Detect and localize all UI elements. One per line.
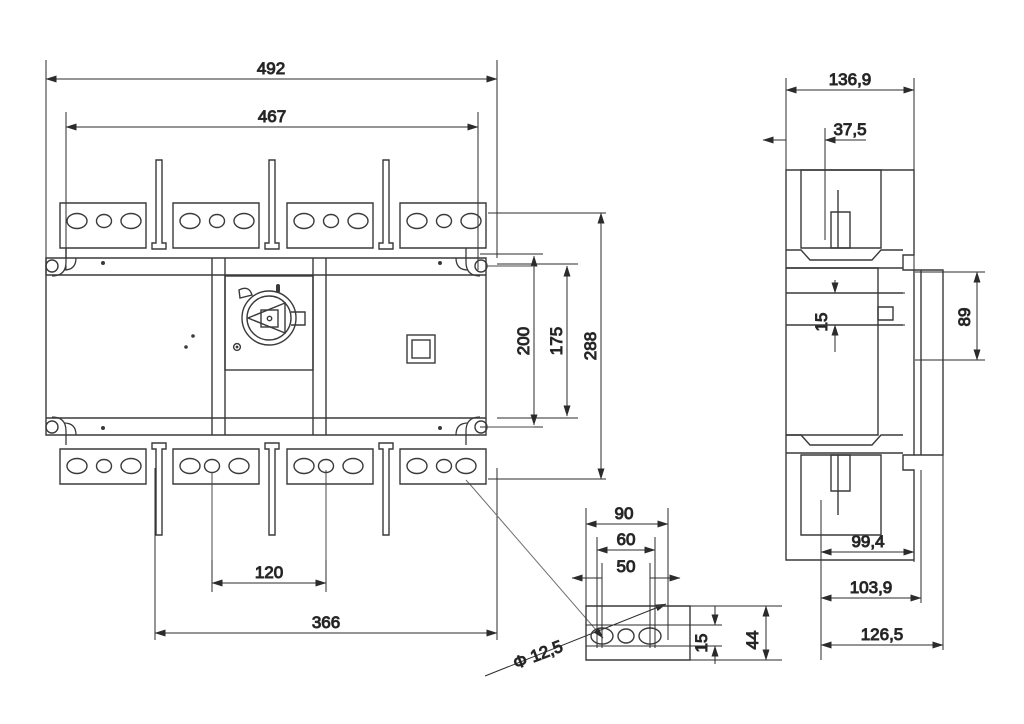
handle-center-dot <box>266 315 273 322</box>
rotary-handle-outer <box>241 290 297 346</box>
indicator-mark <box>276 284 280 293</box>
dim-366: 366 <box>154 468 498 640</box>
detail-hole-center <box>617 628 635 644</box>
dim-89: 89 <box>915 271 985 361</box>
dim-label-492: 492 <box>257 59 285 78</box>
terminal-block <box>399 202 487 249</box>
detail-plate <box>585 605 691 661</box>
terminal-block <box>172 202 260 249</box>
mounting-hole-bl <box>45 420 59 434</box>
mounting-ears <box>45 248 481 445</box>
dim-103-9: 103,9 <box>820 470 922 603</box>
terminal-block <box>399 448 487 485</box>
construction-lines <box>211 265 534 560</box>
side-upper-slot <box>830 211 851 249</box>
dim-label-467: 467 <box>258 107 286 126</box>
terminal-blocks-bottom <box>59 442 487 536</box>
dim-136-9: 136,9 <box>785 70 915 300</box>
front-view <box>45 159 488 536</box>
mounting-hole-detail-view <box>585 563 691 661</box>
dim-label-366: 366 <box>312 613 340 632</box>
separator-pins-top <box>151 159 394 250</box>
hole-callout: Φ 12,5 <box>465 479 667 677</box>
side-body-block <box>786 267 879 436</box>
dim-label-60: 60 <box>617 530 636 549</box>
dim-99-4: 99,4 <box>820 470 915 660</box>
side-upper-housing <box>800 169 882 249</box>
dim-label-90: 90 <box>615 504 634 523</box>
separator-pins-bottom <box>151 442 394 536</box>
dim-label-15-detail: 15 <box>692 634 711 653</box>
body-dividers <box>211 258 327 435</box>
dim-50: 50 <box>571 557 681 648</box>
dim-label-103-9: 103,9 <box>850 578 893 597</box>
dimension-layer: 492 467 288 200 175 <box>45 59 985 677</box>
handle-pointer <box>246 301 286 335</box>
dim-label-200: 200 <box>514 327 533 355</box>
panel-screw <box>232 342 242 352</box>
body-emblem <box>406 334 436 364</box>
body-outline <box>45 257 487 436</box>
dim-44: 44 <box>668 605 782 661</box>
dim-label-175: 175 <box>547 327 566 355</box>
dim-37-5: 37,5 <box>762 120 867 240</box>
terminal-block <box>286 448 374 485</box>
dim-467: 467 <box>65 107 479 270</box>
terminal-block <box>59 202 147 249</box>
dim-label-136-9: 136,9 <box>829 70 872 89</box>
side-lower-slot <box>830 454 851 492</box>
rotation-arrow-icon <box>238 287 253 299</box>
side-tab <box>877 306 894 321</box>
dim-label-89: 89 <box>955 308 974 327</box>
dim-90: 90 <box>585 504 669 640</box>
handle-panel <box>224 275 314 371</box>
side-flange-plate <box>914 269 944 456</box>
dim-label-50: 50 <box>617 557 636 576</box>
terminal-blocks-top <box>59 159 487 250</box>
hole-callout-label: Φ 12,5 <box>511 637 566 673</box>
terminal-block <box>59 448 147 485</box>
terminal-block <box>172 448 260 485</box>
dim-label-99-4: 99,4 <box>851 532 884 551</box>
terminal-block <box>286 202 374 249</box>
dim-15-side: 15 <box>812 280 905 352</box>
dim-label-120: 120 <box>255 563 283 582</box>
dim-label-37-5: 37,5 <box>833 120 866 139</box>
side-lower-housing <box>800 454 882 536</box>
dim-label-44: 44 <box>743 631 762 650</box>
side-view <box>785 169 944 561</box>
dim-288: 288 <box>488 212 606 480</box>
dim-label-288: 288 <box>581 332 600 360</box>
dim-15-detail: 15 <box>660 606 722 664</box>
mounting-hole-tl <box>45 259 59 273</box>
handle-tab <box>291 311 306 326</box>
dim-175: 175 <box>497 263 578 419</box>
dim-label-126-5: 126,5 <box>861 625 904 644</box>
mounting-hole-tr <box>474 259 488 273</box>
dim-60: 60 <box>596 530 656 648</box>
dim-200: 200 <box>480 253 543 428</box>
handle-square <box>260 309 279 328</box>
dim-label-15-side: 15 <box>812 313 831 332</box>
dim-492: 492 <box>45 59 498 262</box>
